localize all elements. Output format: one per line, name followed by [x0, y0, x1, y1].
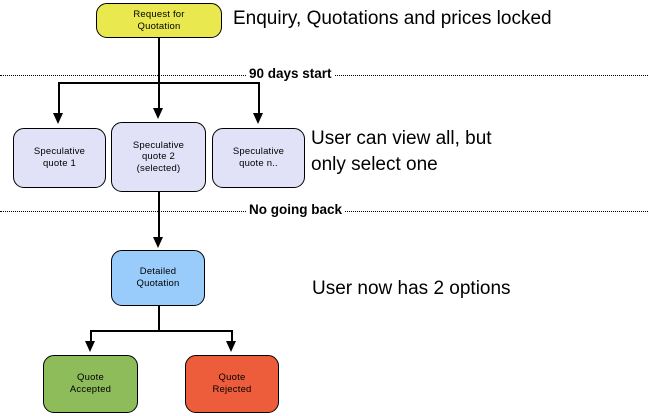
arrowhead-to-accepted: [85, 341, 95, 352]
node-speculative-quote-n[interactable]: Speculative quote n..: [212, 128, 305, 188]
arrowhead-to-sq2: [153, 108, 163, 119]
arrowhead-to-sq1: [53, 113, 63, 124]
connector-sq2-to-detailed: [158, 192, 160, 238]
node-speculative-quote-1[interactable]: Speculative quote 1: [13, 128, 106, 188]
separator-label-no-going-back: No going back: [247, 202, 345, 217]
node-speculative-quote-2[interactable]: Speculative quote 2 (selected): [111, 122, 206, 192]
arrowhead-to-rejected: [226, 341, 236, 352]
annotation-view-all-select-one: User can view all, but only select one: [311, 128, 492, 175]
annotation-enquiry-locked: Enquiry, Quotations and prices locked: [233, 8, 552, 29]
connector-to-sq2: [158, 82, 160, 110]
connector-outcome-bus: [90, 330, 232, 332]
connector-to-rejected: [231, 330, 233, 342]
annotation-two-options: User now has 2 options: [312, 278, 511, 299]
node-detailed-quotation[interactable]: Detailed Quotation: [111, 250, 205, 306]
separator-label-90-days: 90 days start: [247, 66, 334, 81]
node-quote-rejected[interactable]: Quote Rejected: [185, 355, 279, 413]
node-request-for-quotation[interactable]: Request for Quotation: [96, 3, 222, 38]
connector-to-accepted: [90, 330, 92, 342]
node-quote-accepted[interactable]: Quote Accepted: [43, 355, 138, 413]
connector-rfq-stem: [158, 38, 160, 83]
arrowhead-to-detailed: [153, 237, 163, 248]
arrowhead-to-sqn: [253, 113, 263, 124]
connector-to-sqn: [258, 82, 260, 115]
connector-to-sq1: [58, 82, 60, 115]
connector-detailed-stem: [158, 306, 160, 332]
